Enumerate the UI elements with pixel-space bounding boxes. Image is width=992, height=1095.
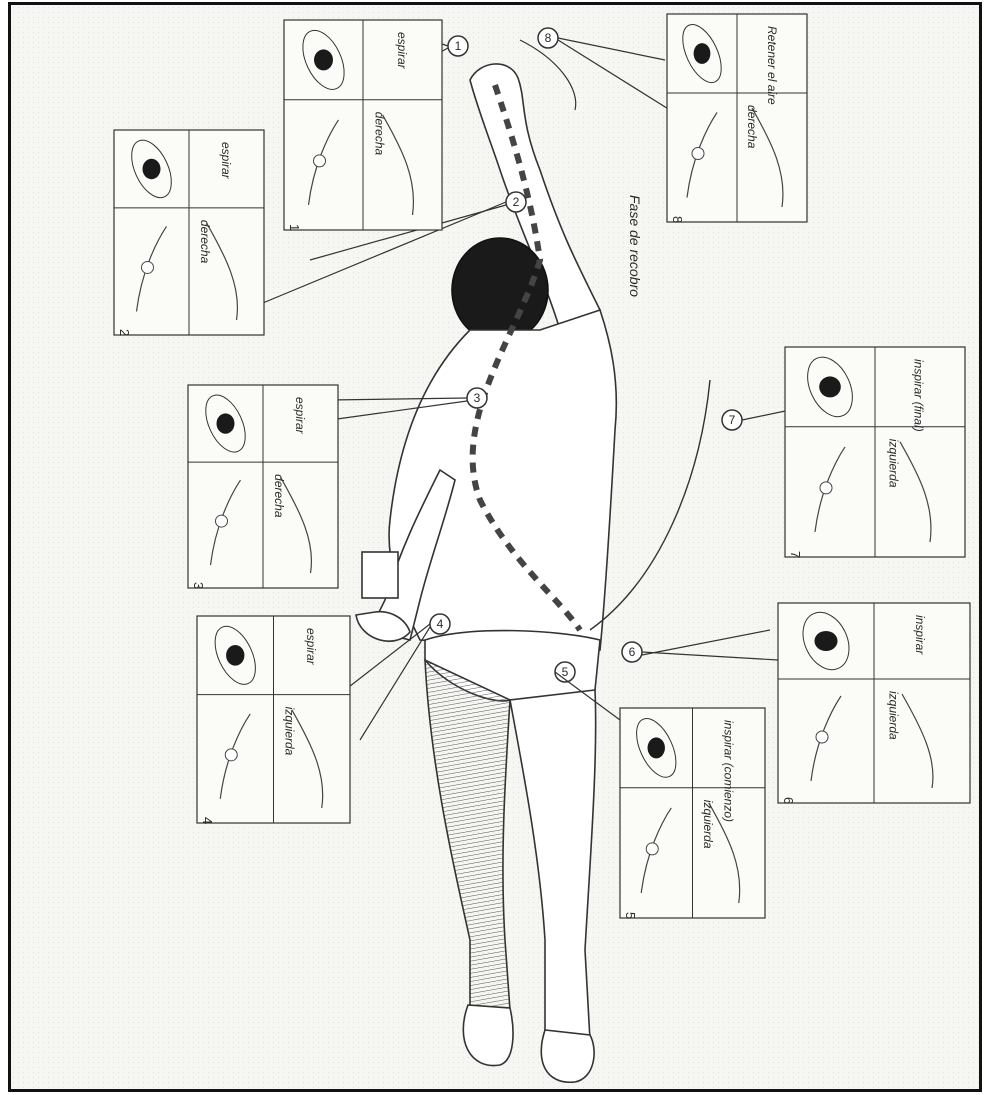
breath-label: espirar <box>395 32 409 70</box>
head-icon <box>694 43 711 64</box>
panel-1: espirar derecha 1 <box>284 20 442 231</box>
panel-number: 8 <box>670 216 685 223</box>
panel-3: espirar derecha 3 <box>188 385 338 589</box>
breath-label: inspirar (final) <box>912 359 926 432</box>
callout-label-1: 1 <box>455 39 462 53</box>
side-label: izquierda <box>701 800 715 849</box>
callout-label-2: 2 <box>513 195 520 209</box>
side-label: izquierda <box>886 691 900 740</box>
head-icon <box>648 737 665 758</box>
breath-label: espirar <box>304 628 318 666</box>
head-icon <box>819 376 841 397</box>
panel-number: 5 <box>623 912 638 919</box>
panel-2: espirar derecha 2 <box>114 130 264 336</box>
side-label: izquierda <box>886 439 900 488</box>
breath-label: inspirar (comienzo) <box>721 720 735 822</box>
breath-label: espirar <box>219 142 233 180</box>
breath-label: espirar <box>293 397 307 435</box>
head-icon <box>314 49 333 70</box>
callout-label-8: 8 <box>545 31 552 45</box>
head <box>452 238 548 342</box>
callout-label-7: 7 <box>729 413 736 427</box>
callout-label-6: 6 <box>629 645 636 659</box>
head-icon <box>217 413 235 433</box>
panel-5: inspirar (comienzo) izquierda 5 <box>620 708 765 919</box>
panel-6: inspirar izquierda 6 <box>778 603 970 804</box>
panel-number: 1 <box>287 224 302 231</box>
callout-label-4: 4 <box>437 617 444 631</box>
head-icon <box>814 631 837 651</box>
panel-number: 2 <box>117 329 132 336</box>
side-label: derecha <box>198 220 212 264</box>
head-icon <box>226 645 244 666</box>
panel-number: 4 <box>200 817 215 824</box>
panel-7: inspirar (final) izquierda 7 <box>785 347 965 558</box>
head-icon <box>143 159 161 180</box>
panel-number: 7 <box>788 551 803 558</box>
callout-label-3: 3 <box>474 391 481 405</box>
side-label: derecha <box>272 474 286 518</box>
panel-number: 3 <box>191 582 206 589</box>
phase-label: Fase de recobro <box>627 195 643 297</box>
side-label: derecha <box>373 112 387 156</box>
panel-8: Retener el aire derecha 8 <box>667 14 807 223</box>
callout-label-5: 5 <box>562 665 569 679</box>
breath-label: inspirar <box>913 615 927 655</box>
side-label: izquierda <box>283 707 297 756</box>
panel-4: espirar izquierda 4 <box>197 616 350 824</box>
panel-number: 6 <box>781 797 796 804</box>
breath-label: Retener el aire <box>765 26 779 105</box>
side-label: derecha <box>745 105 759 149</box>
